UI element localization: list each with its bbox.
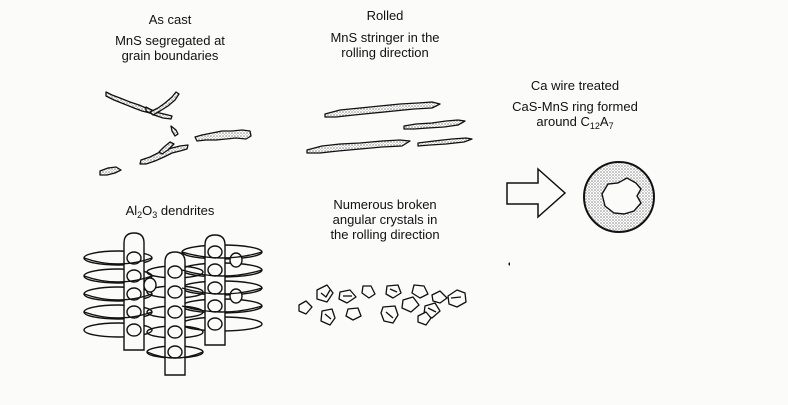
as-cast-title: As cast <box>148 12 192 27</box>
mns-particle <box>149 91 180 116</box>
as-cast-line-2: grain boundaries <box>121 48 219 63</box>
ca-treated-label: Ca wire treated <box>500 78 650 93</box>
al2o3-dendrites <box>83 232 263 376</box>
ca-treated-description: CaS-MnS ring formed around C12A7 <box>495 99 655 131</box>
mns-stringer <box>417 137 473 147</box>
rolled-description: MnS stringer in the rolling direction <box>305 30 465 60</box>
ca-line2-prefix: around C <box>536 114 590 129</box>
as-cast-label: As cast <box>105 12 235 27</box>
mns-particle <box>105 91 153 114</box>
crystal <box>447 289 467 308</box>
broken-line-2: angular crystals in <box>332 212 438 227</box>
mns-stringer <box>306 139 411 154</box>
mns-particle <box>158 141 175 155</box>
ca-line2-sub1: 12 <box>589 121 600 131</box>
crystal <box>411 284 429 299</box>
mns-particle <box>99 166 122 176</box>
mns-particle <box>194 129 252 142</box>
crystal <box>417 311 432 326</box>
crystal <box>385 284 402 299</box>
mns-stringer <box>324 101 441 118</box>
crystal <box>316 284 334 303</box>
al2o3-suffix: dendrites <box>157 203 215 218</box>
rolled-mns-stringers <box>306 101 473 154</box>
crystal <box>298 300 313 315</box>
crystal <box>345 307 362 321</box>
rolled-label: Rolled <box>320 8 450 23</box>
rolled-line-1: MnS stringer in the <box>330 30 440 45</box>
rolled-line-2: rolling direction <box>341 45 429 60</box>
ca-line2-mid: A <box>599 114 609 129</box>
mns-stringer <box>403 119 466 130</box>
c12a7-core <box>601 177 642 215</box>
al2o3-sub2: 3 <box>152 210 158 220</box>
al2o3-label: Al2O3 dendrites <box>100 203 240 220</box>
crystal <box>361 285 376 299</box>
as-cast-mns-inclusions <box>99 91 252 176</box>
ca-treated-line-2: around C12A7 <box>495 114 655 131</box>
crystal <box>431 290 448 304</box>
al2o3-mid: O <box>142 203 153 218</box>
rolled-title: Rolled <box>366 8 404 23</box>
process-arrow <box>506 167 567 219</box>
as-cast-description: MnS segregated at grain boundaries <box>95 33 245 63</box>
speck-mark <box>508 262 510 266</box>
crystal <box>320 308 336 326</box>
as-cast-line-1: MnS segregated at <box>115 33 225 48</box>
al2o3-sub1: 2 <box>137 210 143 220</box>
broken-line-3: the rolling direction <box>330 227 440 242</box>
cas-mns-ring-inclusion <box>583 161 655 233</box>
al2o3-prefix: Al <box>125 203 138 218</box>
ca-treated-title: Ca wire treated <box>530 78 620 93</box>
broken-angular-crystals <box>298 284 467 326</box>
crystal <box>380 305 399 324</box>
ca-treated-line-1: CaS-MnS ring formed <box>512 99 638 114</box>
crystal <box>401 296 420 313</box>
crystal <box>338 289 357 304</box>
al2o3-text: Al2O3 dendrites <box>100 203 240 220</box>
dendrite-front-arcs <box>83 251 263 359</box>
broken-crystals-label: Numerous broken angular crystals in the … <box>300 197 470 242</box>
broken-line-1: Numerous broken <box>333 197 437 212</box>
mns-particle <box>170 125 179 137</box>
ca-line2-sub2: 7 <box>608 121 614 131</box>
